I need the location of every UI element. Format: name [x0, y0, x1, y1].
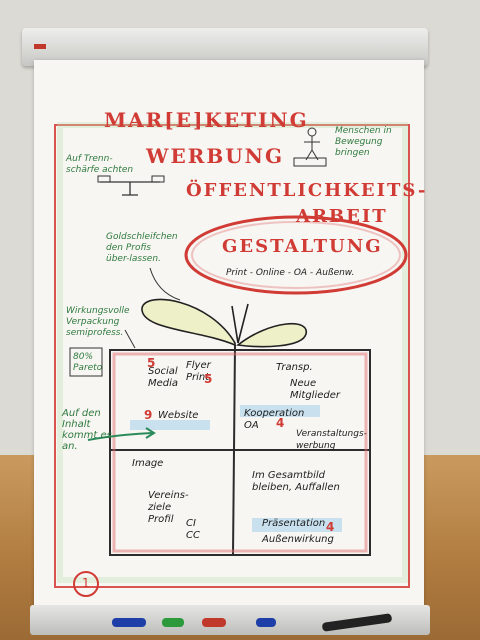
page-number-circle	[73, 571, 99, 597]
arrow-to-box	[87, 432, 153, 441]
note-trennschaerfe: Auf Trenn-schärfe achten	[66, 154, 134, 175]
title-gestaltung: GESTALTUNG	[222, 236, 383, 257]
gift-box	[109, 349, 371, 556]
person-icon	[307, 127, 317, 137]
bow-right-loop	[236, 322, 307, 348]
q2-veranstaltung: Veranstaltungs-werbung	[296, 429, 367, 451]
title-werbung: WERBUNG	[146, 144, 285, 168]
blue-marker-2[interactable]	[256, 618, 276, 627]
q3-image: Image	[132, 458, 164, 469]
q2-kooperation: Kooperation OA	[244, 408, 305, 431]
q3-vereinsziele: Vereins-ziele Profil	[148, 490, 189, 525]
num-flyer: 5	[204, 372, 213, 386]
gestaltung-subtitle: Print - Online - OA - Außenw.	[226, 268, 355, 278]
title-oeffentlichkeit: ÖFFENTLICHKEITS-	[186, 180, 428, 201]
blue-marker[interactable]	[112, 618, 146, 627]
scale-icon	[100, 181, 160, 196]
q3-ci-cc: CI CC	[186, 518, 200, 541]
brand-badge	[34, 44, 46, 49]
note-wirkungsvolle: Wirkungsvolle Verpackung semiprofess.	[66, 306, 130, 338]
note-menschen: Menschen in Bewegung bringen	[335, 126, 392, 158]
note-pareto: 80% Pareto	[73, 352, 103, 373]
page-number: 1	[82, 576, 90, 590]
flipchart-clamp-bar	[22, 28, 428, 66]
pareto-box	[69, 347, 103, 377]
num-praesentation: 4	[326, 520, 335, 534]
gestaltung-ellipse	[184, 215, 408, 295]
num-website: 9	[144, 408, 153, 422]
note-goldschleifchen: Goldschleifchen den Profis über-lassen.	[106, 232, 178, 264]
red-marker[interactable]	[202, 618, 226, 627]
q4-gesamtbild: Im Gesamtbild bleiben, Auffallen	[252, 470, 340, 493]
bow-left-loop	[141, 298, 236, 347]
red-border-frame	[54, 124, 410, 588]
q1-social-media: Social Media	[148, 366, 179, 389]
q1-website: Website	[158, 410, 199, 421]
q1-flyer: Flyer Print	[186, 360, 211, 383]
green-marker[interactable]	[162, 618, 184, 627]
q2-transp: Transp.	[276, 362, 313, 373]
title-marketing: MAR[E]KETING	[104, 108, 309, 132]
note-inhalt: Auf den Inhalt kommt es an.	[62, 408, 112, 452]
q2-neue-mitglieder: Neue Mitglieder	[290, 378, 340, 401]
q4-aussenwirkung: Außenwirkung	[262, 534, 334, 545]
num-social: 5	[147, 356, 156, 370]
num-kooperation: 4	[276, 416, 285, 430]
title-arbeit: ARBEIT	[296, 206, 388, 227]
q4-praesentation: Präsentation	[262, 518, 326, 529]
